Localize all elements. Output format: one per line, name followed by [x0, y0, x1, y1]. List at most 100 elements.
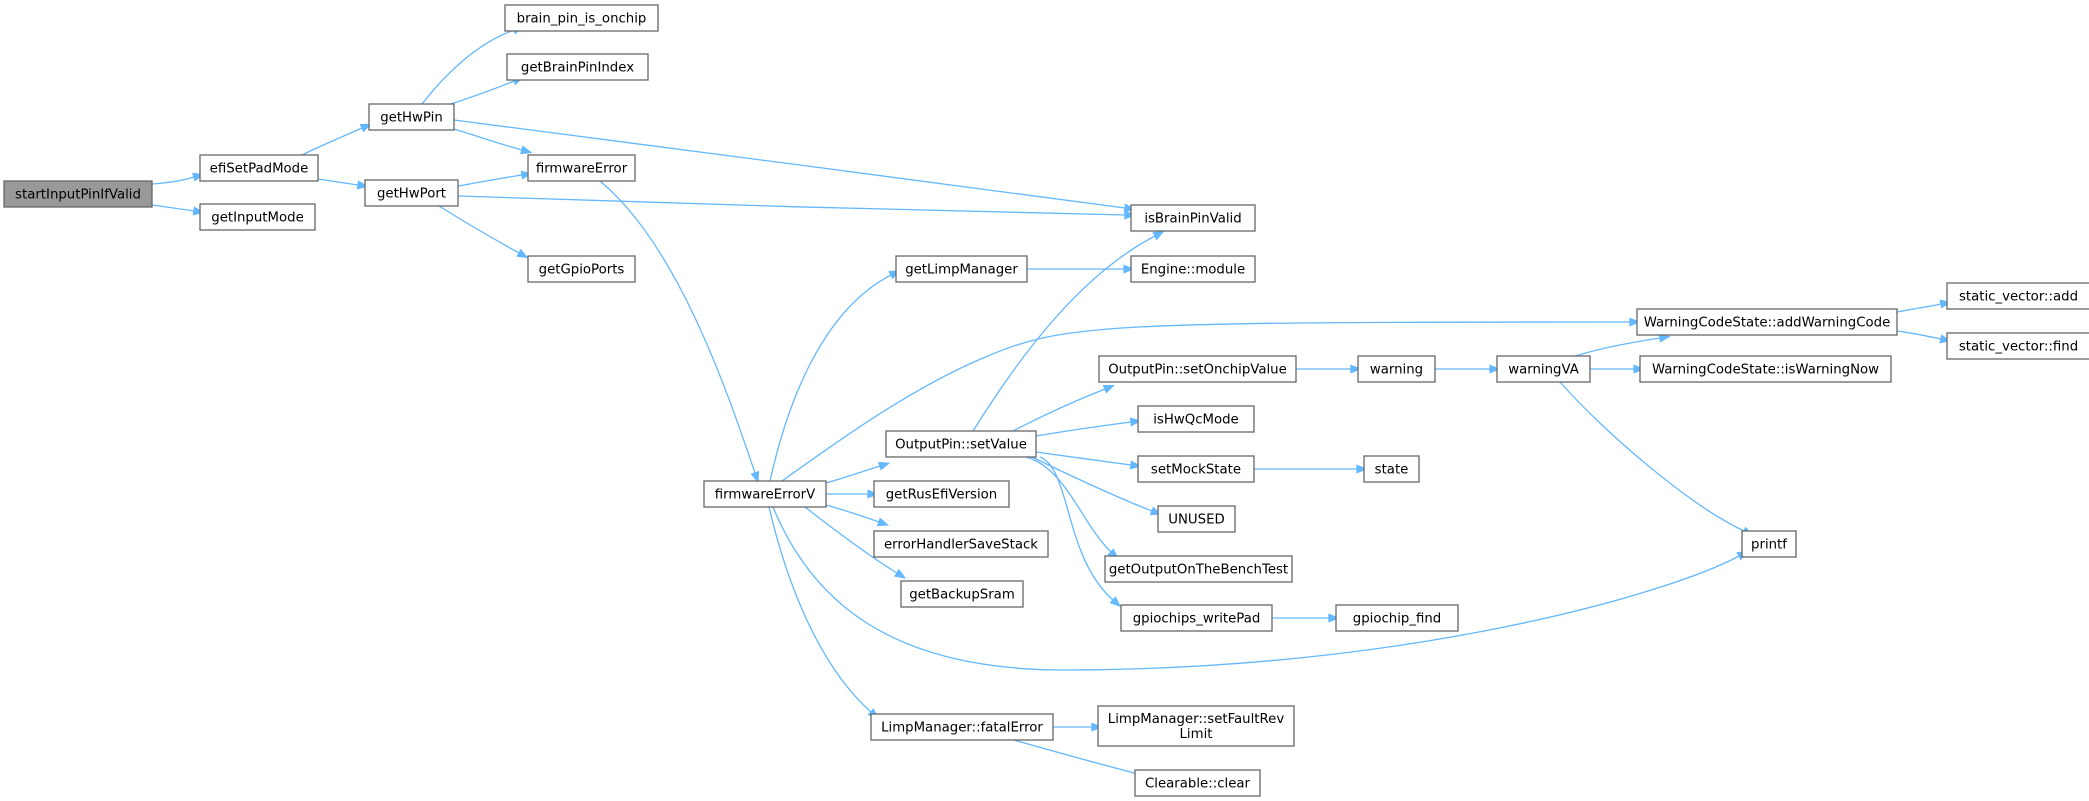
- node-getbrainpinindex[interactable]: getBrainPinIndex: [506, 53, 649, 81]
- node-getbackupsram[interactable]: getBackupSram: [900, 580, 1024, 608]
- call-edge-outputpin-setvalue-to-ishwqcmode: [1035, 417, 1142, 437]
- edge-line: [804, 506, 898, 574]
- call-edge-firmwareerror-to-firmwareerrorv: [599, 180, 760, 484]
- node-gpiochip-find[interactable]: gpiochip_find: [1335, 604, 1459, 632]
- arrowhead-icon: [1102, 384, 1116, 394]
- arrowhead-icon: [1129, 417, 1142, 427]
- node-box: [703, 480, 827, 508]
- call-edge-firmwareerrorv-to-limpmanager-fatalerror: [768, 506, 880, 720]
- call-edge-gethwpin-to-isbrainpinvalid: [453, 119, 1136, 213]
- edge-line: [151, 176, 195, 185]
- arrowhead-icon: [516, 248, 529, 259]
- node-box: [1137, 405, 1255, 433]
- node-box: [1130, 204, 1256, 232]
- node-outputpin-setonchipvalue[interactable]: OutputPin::setOnchipValue: [1098, 355, 1297, 383]
- node-label: OutputPin::setValue: [895, 438, 1027, 453]
- edge-line: [1013, 739, 1139, 775]
- edge-line: [1896, 303, 1942, 313]
- node-outputpin-setvalue[interactable]: OutputPin::setValue: [885, 430, 1037, 458]
- node-box: [900, 580, 1024, 608]
- call-edge-gethwpin-to-firmwareerror: [453, 128, 533, 155]
- node-box: [885, 430, 1037, 458]
- edge-line: [825, 504, 880, 523]
- node-box: [199, 154, 319, 182]
- call-edge-efisetpadmode-to-gethwpin: [301, 123, 372, 156]
- node-limpmanager-fatalerror[interactable]: LimpManager::fatalError: [870, 713, 1054, 741]
- edge-line: [599, 180, 756, 474]
- node-label: firmwareErrorV: [715, 488, 815, 503]
- edge-line: [450, 80, 515, 105]
- node-box: [1363, 455, 1420, 483]
- call-edge-firmwareerrorv-to-outputpin-setvalue: [825, 461, 891, 484]
- edge-line: [768, 506, 872, 713]
- edge-line: [972, 235, 1156, 432]
- node-box: [1134, 769, 1261, 797]
- node-warningva[interactable]: warningVA: [1496, 355, 1591, 383]
- node-label: firmwareError: [536, 162, 628, 177]
- node-box: [506, 53, 649, 81]
- node-warningcodestate-iswarningnow[interactable]: WarningCodeState::isWarningNow: [1639, 355, 1892, 383]
- node-label: startInputPinIfValid: [15, 188, 141, 203]
- call-edge-gethwpin-to-getbrainpinindex: [450, 76, 524, 105]
- node-box: [1157, 505, 1236, 533]
- node-label: UNUSED: [1168, 513, 1225, 528]
- arrowhead-icon: [1123, 264, 1135, 274]
- node-errorhandlersavestack[interactable]: errorHandlerSaveStack: [873, 530, 1049, 558]
- node-box: [1098, 355, 1297, 383]
- node-box: [368, 103, 455, 131]
- node-getlimpmanager[interactable]: getLimpManager: [895, 255, 1028, 283]
- node-box: [873, 480, 1010, 508]
- node-state[interactable]: state: [1363, 455, 1420, 483]
- node-firmwareerrorv[interactable]: firmwareErrorV: [703, 480, 827, 508]
- arrowhead-icon: [1633, 364, 1645, 374]
- node-box: [1097, 705, 1295, 747]
- node-gpiochips-writepad[interactable]: gpiochips_writePad: [1120, 604, 1273, 632]
- node-setmockstate[interactable]: setMockState: [1137, 455, 1255, 483]
- node-warning[interactable]: warning: [1357, 355, 1436, 383]
- call-nodes: startInputPinIfValid efiSetPadMode getInpu…: [3, 4, 2089, 797]
- node-getoutputonthebenchtest[interactable]: getOutputOnTheBenchTest: [1104, 555, 1293, 583]
- node-brain-pin-is-onchip[interactable]: brain_pin_is_onchip: [504, 4, 659, 32]
- call-edge-warningva-to-warningcodestate-addwarningcode: [1574, 333, 1671, 357]
- arrowhead-icon: [867, 489, 879, 499]
- node-box: [1357, 355, 1436, 383]
- node-getgpioports[interactable]: getGpioPorts: [527, 255, 636, 283]
- call-edge-gethwport-to-getgpioports: [438, 205, 529, 259]
- edge-line: [1031, 456, 1153, 512]
- call-edge-firmwareerrorv-to-errorhandlersavestack: [825, 504, 890, 527]
- node-gethwpin[interactable]: getHwPin: [368, 103, 455, 131]
- arrowhead-icon: [1328, 613, 1340, 623]
- node-warningcodestate-addwarningcode[interactable]: WarningCodeState::addWarningCode: [1636, 308, 1898, 336]
- node-box: [504, 4, 659, 32]
- node-startinputpinifvalid[interactable]: startInputPinIfValid: [3, 180, 153, 208]
- node-clearable-clear[interactable]: Clearable::clear: [1134, 769, 1261, 797]
- node-ishwqcmode[interactable]: isHwQcMode: [1137, 405, 1255, 433]
- node-box: [199, 203, 316, 231]
- call-edge-firmwareerrorv-to-warningcodestate-addwarningcode: [781, 317, 1641, 482]
- node-unused[interactable]: UNUSED: [1157, 505, 1236, 533]
- node-box: [1104, 555, 1293, 583]
- node-label: static_vector::find: [1959, 340, 2078, 355]
- node-firmwareerror[interactable]: firmwareError: [527, 154, 636, 182]
- node-label: LimpManager::fatalError: [881, 721, 1043, 736]
- node-label: gpiochips_writePad: [1133, 612, 1261, 627]
- edge-line: [772, 506, 1740, 671]
- node-efisetpadmode[interactable]: efiSetPadMode: [199, 154, 319, 182]
- node-engine-module[interactable]: Engine::module: [1130, 255, 1256, 283]
- node-isbrainpinvalid[interactable]: isBrainPinValid: [1130, 204, 1256, 232]
- arrowhead-icon: [1356, 464, 1368, 474]
- node-getinputmode[interactable]: getInputMode: [199, 203, 316, 231]
- node-static-vector-add[interactable]: static_vector::add: [1946, 282, 2089, 310]
- call-edge-firmwareerrorv-to-getrusefiversion: [826, 489, 879, 499]
- node-label: getOutputOnTheBenchTest: [1109, 563, 1288, 578]
- node-static-vector-find[interactable]: static_vector::find: [1946, 332, 2089, 360]
- call-edge-startinputpinifvalid-to-efisetpadmode: [151, 172, 205, 185]
- node-gethwport[interactable]: getHwPort: [364, 179, 459, 207]
- arrowhead-icon: [1129, 460, 1142, 470]
- node-printf[interactable]: printf: [1741, 530, 1797, 558]
- arrowhead-icon: [520, 145, 533, 155]
- edge-line: [301, 127, 363, 156]
- node-getrusefiversion[interactable]: getRusEfiVersion: [873, 480, 1010, 508]
